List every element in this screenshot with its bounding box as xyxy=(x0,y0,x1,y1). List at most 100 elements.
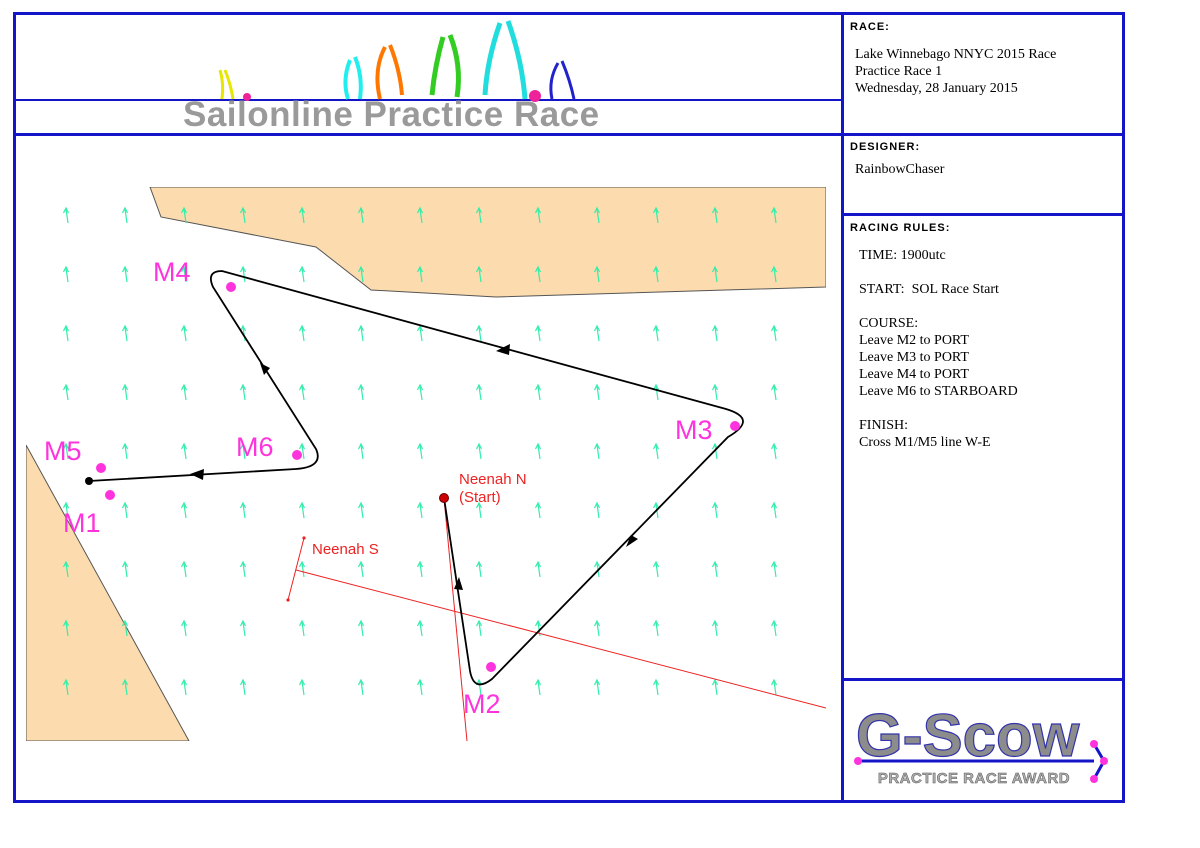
wind-arrow-icon xyxy=(593,383,601,401)
neenah-s-mark-line xyxy=(287,537,305,601)
wind-arrow-icon xyxy=(239,619,247,637)
neenah-s-end xyxy=(286,598,290,602)
wind-arrow-icon xyxy=(62,206,70,224)
mark-m2 xyxy=(486,662,496,672)
mark-m1 xyxy=(105,490,115,500)
neenah-n-start-label: (Start) xyxy=(459,489,501,506)
wind-arrow-icon xyxy=(593,324,601,342)
wind-arrow-icon xyxy=(298,678,306,696)
banner-title: Sailonline Practice Race xyxy=(183,95,600,134)
wind-arrow-icon xyxy=(121,619,129,637)
race-name: Lake Winnebago NNYC 2015 Race xyxy=(855,47,1057,62)
racing-rules-list: TIME: 1900utc START: SOL Race Start COUR… xyxy=(859,247,1018,451)
wind-arrow-icon xyxy=(180,206,188,224)
wind-arrow-icon xyxy=(416,206,424,224)
mark-m4 xyxy=(226,282,236,292)
award-logo-buoy xyxy=(1090,740,1098,748)
award-logo-buoy xyxy=(1100,757,1108,765)
wind-arrow-icon xyxy=(416,619,424,637)
wind-arrow-icon xyxy=(416,265,424,283)
wind-arrow-icon xyxy=(711,501,719,519)
wind-arrow-icon xyxy=(770,619,778,637)
neenah-n-label: Neenah N xyxy=(459,471,527,488)
course-map: M1 M2 M3 M4 M5 M6 Neenah N (Start) Neena… xyxy=(26,187,826,741)
mark-label-m1: M1 xyxy=(63,508,101,538)
mark-label-m5: M5 xyxy=(44,436,82,466)
wind-arrow-icon xyxy=(711,619,719,637)
mark-label-m3: M3 xyxy=(675,415,713,445)
wind-arrow-icon xyxy=(121,442,129,460)
wind-arrow-icon xyxy=(180,678,188,696)
rules-panel-divider xyxy=(843,678,1125,681)
wind-arrow-icon xyxy=(121,383,129,401)
award-logo-text: G-Scow xyxy=(856,702,1080,769)
wind-arrow-icon xyxy=(711,324,719,342)
wind-arrow-icon xyxy=(239,442,247,460)
wind-arrow-icon xyxy=(62,265,70,283)
wind-arrow-icon xyxy=(298,619,306,637)
wind-arrow-icon xyxy=(593,265,601,283)
wind-arrow-icon xyxy=(239,678,247,696)
wind-arrow-icon xyxy=(416,560,424,578)
race-date: Wednesday, 28 January 2015 xyxy=(855,81,1018,96)
wind-arrow-icon xyxy=(298,383,306,401)
wind-arrow-icon xyxy=(357,324,365,342)
wind-arrow-icon xyxy=(416,501,424,519)
orange-sail-icon xyxy=(375,46,387,100)
wind-arrow-icon xyxy=(652,265,660,283)
wind-arrow-icon xyxy=(357,678,365,696)
cyan-sail-icon xyxy=(353,56,363,100)
wind-arrow-icon xyxy=(475,501,483,519)
wind-arrow-icon xyxy=(475,560,483,578)
wind-arrow-icon xyxy=(121,206,129,224)
wind-arrow-icon xyxy=(357,560,365,578)
yellow-sail-icon xyxy=(218,69,225,100)
designer-heading: DESIGNER: xyxy=(850,141,921,153)
wind-arrow-icon xyxy=(121,265,129,283)
mark-m3 xyxy=(730,421,740,431)
wind-arrow-icon xyxy=(357,383,365,401)
wind-arrow-icon xyxy=(121,501,129,519)
cyan-sail-icon xyxy=(505,20,528,100)
wind-arrow-icon xyxy=(475,265,483,283)
neenah-s-end xyxy=(302,536,306,540)
wind-arrow-icon xyxy=(180,442,188,460)
wind-arrow-icon xyxy=(298,206,306,224)
banner-buoy xyxy=(529,90,541,102)
award-logo-buoy xyxy=(1090,775,1098,783)
wind-arrow-icon xyxy=(180,265,188,283)
wind-arrow-icon xyxy=(652,560,660,578)
route-arrow-icon xyxy=(454,577,463,590)
route-arrow-icon xyxy=(190,469,204,480)
rule-line: Leave M4 to PORT xyxy=(859,367,969,382)
wind-arrow-icon xyxy=(121,560,129,578)
wind-arrow-icon xyxy=(593,501,601,519)
wind-arrow-icon xyxy=(62,619,70,637)
wind-arrow-icon xyxy=(770,442,778,460)
blue-sail-icon xyxy=(549,62,560,100)
wind-arrow-icon xyxy=(652,442,660,460)
wind-arrow-icon xyxy=(357,501,365,519)
wind-arrow-icon xyxy=(593,442,601,460)
wind-arrow-icon xyxy=(534,265,542,283)
wind-arrow-icon xyxy=(534,678,542,696)
wind-arrow-icon xyxy=(298,501,306,519)
banner-sails-graphic xyxy=(218,20,576,102)
wind-arrow-icon xyxy=(534,560,542,578)
wind-arrow-icon xyxy=(711,206,719,224)
wind-arrow-icon xyxy=(239,560,247,578)
cyan-sail-icon xyxy=(343,59,352,100)
wind-arrow-icon xyxy=(416,383,424,401)
wind-arrow-icon xyxy=(770,206,778,224)
green-sail-icon xyxy=(429,36,446,96)
mark-label-m4: M4 xyxy=(153,257,191,287)
wind-arrow-icon xyxy=(770,560,778,578)
wind-arrow-icon xyxy=(770,678,778,696)
wind-arrow-icon xyxy=(475,383,483,401)
wind-arrow-icon xyxy=(62,442,70,460)
wind-arrow-icon xyxy=(180,560,188,578)
wind-arrow-icon xyxy=(475,442,483,460)
wind-arrow-icon xyxy=(121,324,129,342)
rule-line: Leave M2 to PORT xyxy=(859,333,969,348)
wind-arrow-icon xyxy=(652,383,660,401)
